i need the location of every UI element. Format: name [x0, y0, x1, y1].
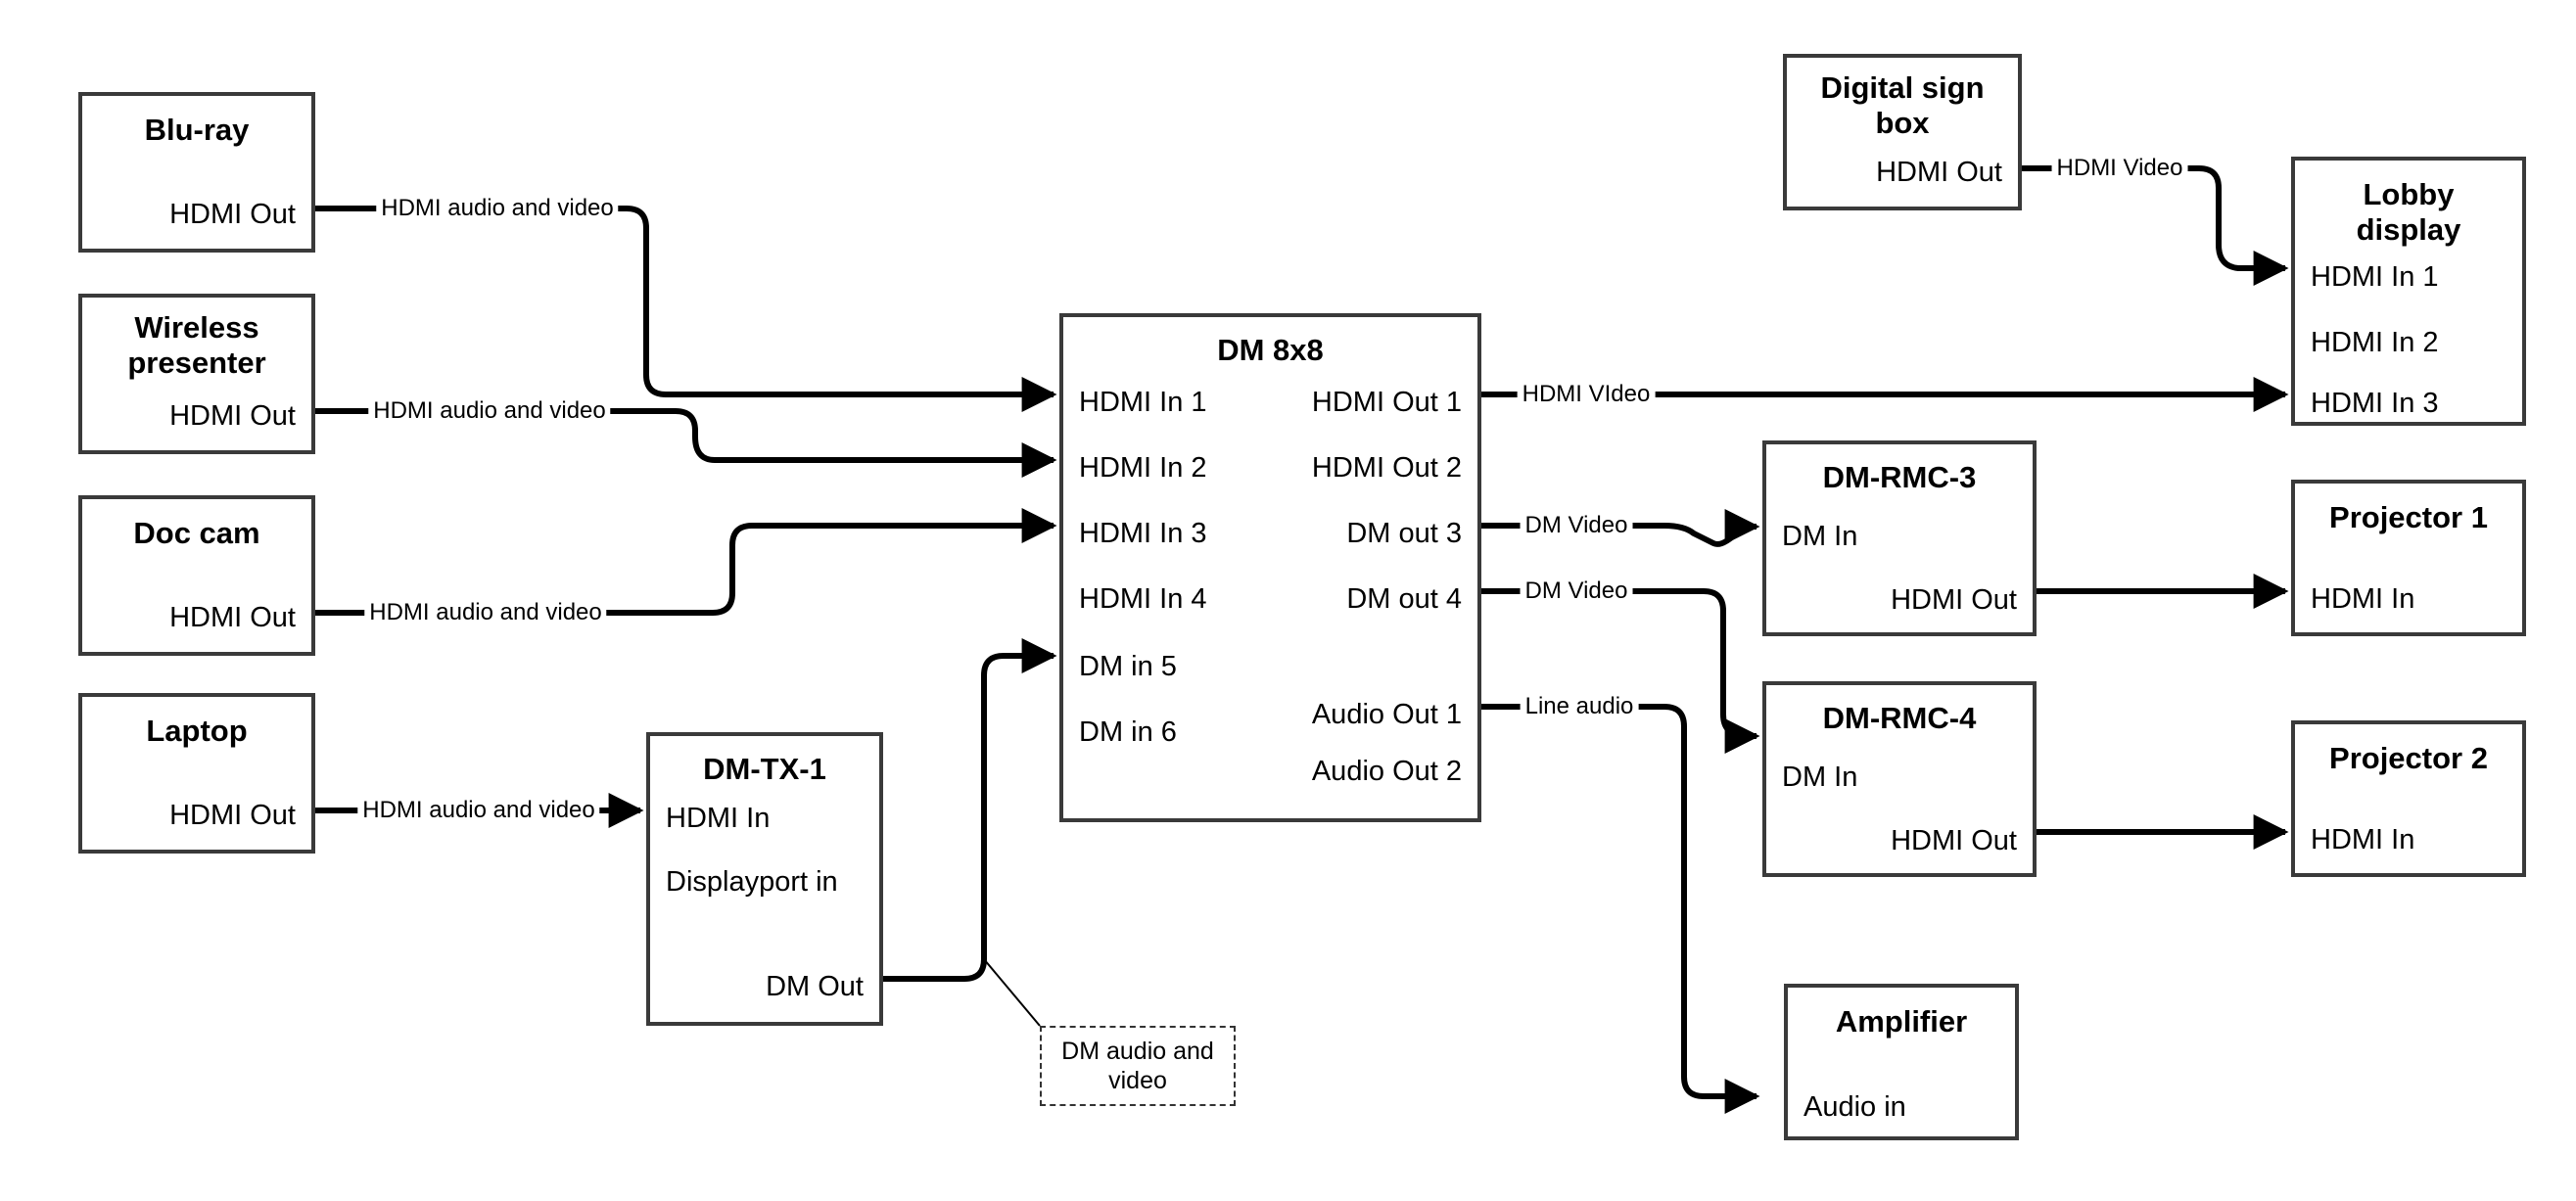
node-title-projector-2: Projector 2	[2329, 741, 2488, 775]
wire-dm8x8-audioout1-to-amplifier	[1481, 704, 1760, 1114]
port-dm-tx-1-dm-out[interactable]: DM Out	[766, 971, 864, 1002]
wire-label-line-audio: Line audio	[1520, 695, 1639, 718]
node-projector-2[interactable]: Projector 2 HDMI In	[2291, 720, 2526, 877]
port-dm-8x8-hdmi-out-1[interactable]: HDMI Out 1	[1311, 387, 1462, 418]
port-dm-tx-1-hdmi-in[interactable]: HDMI In	[666, 803, 771, 834]
wire-label-hdmi-video-sign: HDMI Video	[2051, 157, 2188, 180]
node-doc-cam[interactable]: Doc cam HDMI Out	[78, 495, 315, 656]
port-doc-cam-hdmi-out[interactable]: HDMI Out	[169, 602, 296, 633]
port-dm-8x8-hdmi-in-2[interactable]: HDMI In 2	[1079, 452, 1207, 484]
port-dm-8x8-hdmi-in-1[interactable]: HDMI In 1	[1079, 387, 1207, 418]
port-laptop-hdmi-out[interactable]: HDMI Out	[169, 800, 296, 831]
wire-label-wireless-presenter: HDMI audio and video	[368, 399, 611, 423]
node-title-projector-1: Projector 1	[2329, 500, 2488, 534]
port-dm-8x8-dm-out-3[interactable]: DM out 3	[1346, 518, 1462, 549]
node-projector-1[interactable]: Projector 1 HDMI In	[2291, 480, 2526, 636]
wire-label-bluray: HDMI audio and video	[376, 197, 619, 220]
port-dm-rmc-3-hdmi-out[interactable]: HDMI Out	[1891, 584, 2017, 616]
port-dm-8x8-dm-out-4[interactable]: DM out 4	[1346, 583, 1462, 615]
port-projector-2-hdmi-in[interactable]: HDMI In	[2311, 824, 2415, 855]
port-dm-rmc-4-dm-in[interactable]: DM In	[1782, 762, 1858, 793]
port-lobby-display-hdmi-in-2[interactable]: HDMI In 2	[2311, 327, 2439, 358]
node-laptop[interactable]: Laptop HDMI Out	[78, 693, 315, 854]
note-leader-line	[983, 958, 1041, 1027]
node-title-lobby-display-line1: Lobby	[2363, 177, 2455, 211]
node-title-lobby-display-line2: display	[2356, 212, 2461, 247]
wire-label-doc-cam: HDMI audio and video	[364, 601, 607, 624]
node-lobby-display[interactable]: Lobby display HDMI In 1 HDMI In 2 HDMI I…	[2291, 157, 2526, 426]
port-dm-8x8-hdmi-in-4[interactable]: HDMI In 4	[1079, 583, 1207, 615]
node-title-wireless-presenter-line1: Wireless	[134, 310, 259, 345]
node-wireless-presenter[interactable]: Wireless presenter HDMI Out	[78, 294, 315, 454]
port-dm-tx-1-displayport-in[interactable]: Displayport in	[666, 866, 838, 898]
node-dm-tx-1[interactable]: DM-TX-1 HDMI In Displayport in DM Out	[646, 732, 883, 1026]
port-dm-8x8-dm-in-5[interactable]: DM in 5	[1079, 651, 1177, 682]
port-digital-sign-box-hdmi-out[interactable]: HDMI Out	[1876, 157, 2002, 188]
wire-dmtx1-out-to-dm8x8-in5	[883, 638, 1057, 982]
node-title-doc-cam: Doc cam	[133, 516, 260, 550]
node-title-dm-8x8: DM 8x8	[1217, 333, 1324, 367]
wire-sign-to-lobby-in1	[2022, 165, 2289, 286]
port-dm-8x8-hdmi-in-3[interactable]: HDMI In 3	[1079, 518, 1207, 549]
port-bluray-hdmi-out[interactable]: HDMI Out	[169, 199, 296, 230]
node-title-digital-sign-box-line2: box	[1875, 106, 1930, 140]
node-title-dm-rmc-4: DM-RMC-4	[1822, 701, 1977, 735]
port-projector-1-hdmi-in[interactable]: HDMI In	[2311, 583, 2415, 615]
node-dm-rmc-4[interactable]: DM-RMC-4 DM In HDMI Out	[1762, 681, 2037, 877]
node-dm-8x8[interactable]: DM 8x8 HDMI In 1 HDMI In 2 HDMI In 3 HDM…	[1059, 313, 1481, 822]
note-dm-audio-and-video: DM audio and video	[1040, 1026, 1236, 1106]
node-bluray[interactable]: Blu-ray HDMI Out	[78, 92, 315, 253]
port-dm-rmc-4-hdmi-out[interactable]: HDMI Out	[1891, 825, 2017, 856]
port-lobby-display-hdmi-in-1[interactable]: HDMI In 1	[2311, 261, 2439, 293]
node-title-wireless-presenter-line2: presenter	[127, 346, 266, 380]
node-title-digital-sign-box-line1: Digital sign	[1820, 70, 1985, 105]
wire-label-hdmi-video-out1: HDMI VIdeo	[1517, 383, 1656, 406]
wire-label-laptop: HDMI audio and video	[357, 799, 600, 822]
note-dm-audio-and-video-text: DM audio and video	[1061, 1038, 1214, 1094]
port-wireless-presenter-hdmi-out[interactable]: HDMI Out	[169, 400, 296, 432]
port-lobby-display-hdmi-in-3[interactable]: HDMI In 3	[2311, 388, 2439, 419]
node-title-dm-rmc-3: DM-RMC-3	[1822, 460, 1977, 494]
port-dm-8x8-dm-in-6[interactable]: DM in 6	[1079, 716, 1177, 748]
node-title-laptop: Laptop	[146, 714, 248, 748]
wire-label-dm-video-4: DM Video	[1520, 579, 1633, 603]
port-dm-8x8-audio-out-2[interactable]: Audio Out 2	[1311, 756, 1462, 787]
node-title-bluray: Blu-ray	[144, 113, 250, 147]
node-digital-sign-box[interactable]: Digital sign box HDMI Out	[1783, 54, 2022, 210]
port-dm-rmc-3-dm-in[interactable]: DM In	[1782, 521, 1858, 552]
node-amplifier[interactable]: Amplifier Audio in	[1784, 984, 2019, 1140]
wire-bluray-to-dm8x8-in1	[315, 206, 1057, 412]
node-title-amplifier: Amplifier	[1835, 1004, 1968, 1039]
port-dm-8x8-audio-out-1[interactable]: Audio Out 1	[1311, 699, 1462, 730]
port-amplifier-audio-in[interactable]: Audio in	[1803, 1091, 1906, 1123]
port-dm-8x8-hdmi-out-2[interactable]: HDMI Out 2	[1311, 452, 1462, 484]
node-dm-rmc-3[interactable]: DM-RMC-3 DM In HDMI Out	[1762, 440, 2037, 636]
wire-label-dm-video-3: DM Video	[1520, 514, 1633, 537]
node-title-dm-tx-1: DM-TX-1	[703, 752, 826, 786]
